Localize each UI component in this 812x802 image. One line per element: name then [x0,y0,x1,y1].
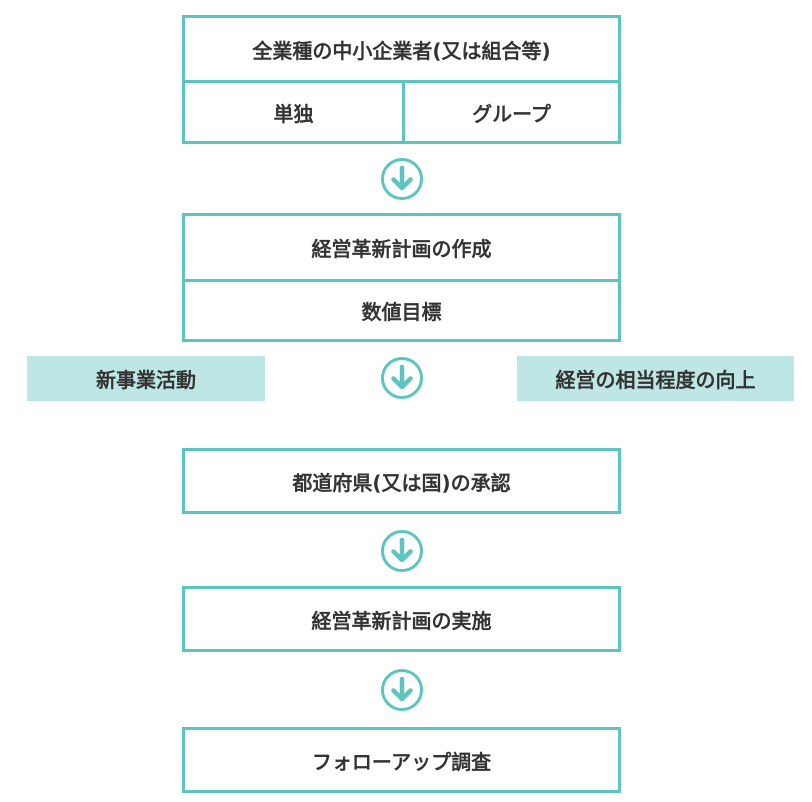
arrow-down-circle-icon [381,530,423,572]
plan-creation-box: 経営革新計画の作成 数値目標 [182,213,621,342]
eligible-enterprises-title: 全業種の中小企業者(又は組合等) [252,38,551,63]
followup-title: フォローアップ調査 [311,749,492,774]
divider [185,80,618,83]
management-improvement-label: 経営の相当程度の向上 [517,356,794,401]
followup-box: フォローアップ調査 [182,727,621,793]
arrow-down-circle-icon [381,158,423,200]
implementation-title: 経営革新計画の実施 [311,608,492,633]
new-business-activity-label: 新事業活動 [27,356,265,401]
eligible-enterprises-box: 全業種の中小企業者(又は組合等) 単独 グループ [182,15,621,144]
divider [185,279,618,282]
implementation-box: 経営革新計画の実施 [182,586,621,652]
option-single: 単独 [273,101,314,126]
option-group: グループ [472,101,551,126]
approval-title: 都道府県(又は国)の承認 [292,470,511,495]
arrow-down-circle-icon [381,357,423,399]
arrow-down-circle-icon [381,669,423,711]
plan-creation-title: 経営革新計画の作成 [311,237,492,261]
approval-box: 都道府県(又は国)の承認 [182,448,621,514]
numeric-target-label: 数値目標 [361,300,442,324]
divider [402,80,405,141]
